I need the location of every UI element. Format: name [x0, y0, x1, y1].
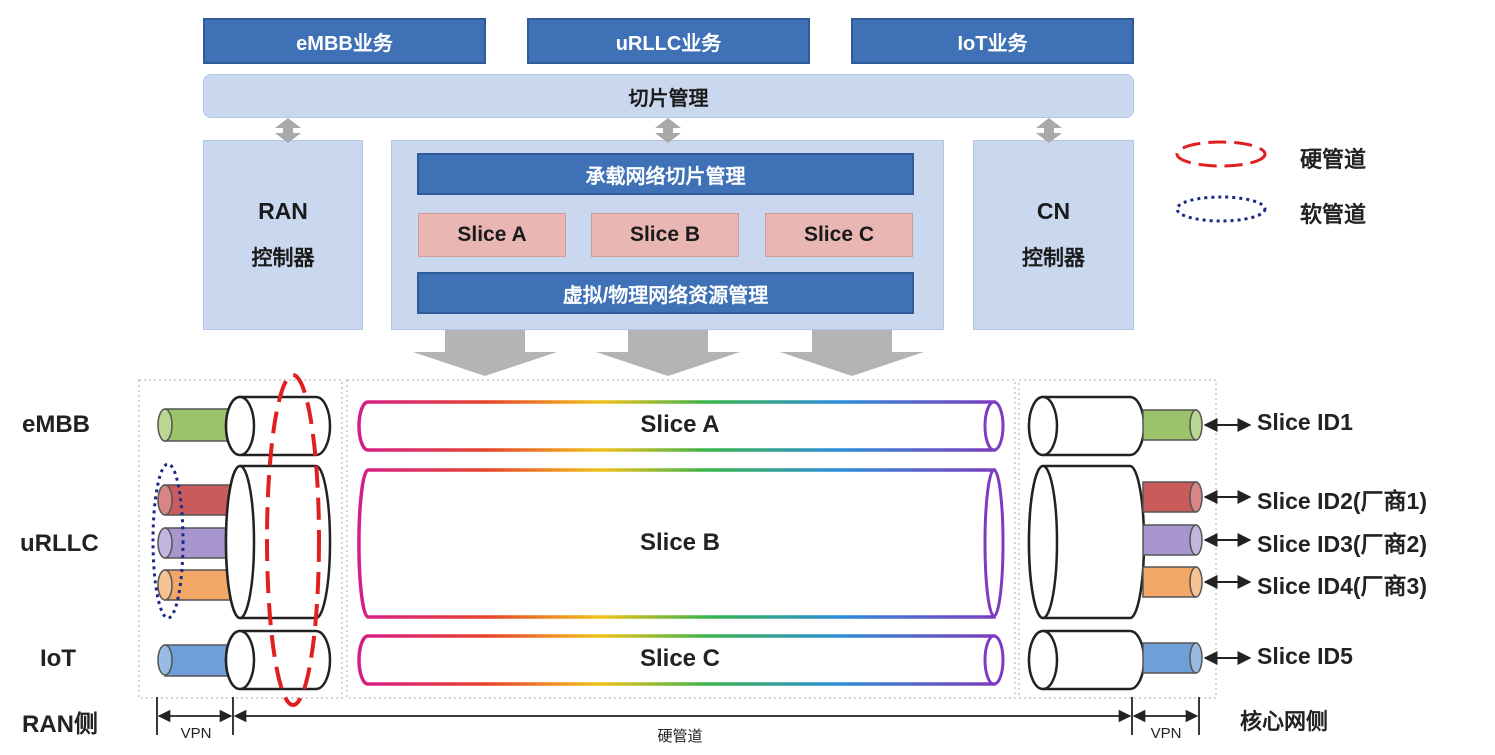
slice-management-bar: 切片管理 [203, 74, 1134, 118]
ran-controller-box [203, 140, 363, 330]
cn-controller-title: CN [1036, 198, 1071, 224]
slice-pipes [357, 400, 996, 686]
soft-pipe-ring [151, 462, 185, 620]
service-label-iot: IoT [40, 645, 76, 672]
hard-pipe-legend-icon [1175, 140, 1267, 168]
ran-side-label: RAN侧 [22, 711, 98, 738]
left-vpn-cylinders [224, 395, 332, 691]
pipe-label-slice-b: Slice B [639, 529, 721, 556]
cn-controller-subtitle: 控制器 [1022, 247, 1085, 270]
cn-controller-box [973, 140, 1134, 330]
service-embb-label: eMBB业务 [296, 32, 393, 55]
bottom-dimension-lines [156, 697, 1200, 735]
right-service-cylinders [1142, 409, 1203, 674]
hard-pipe-legend-label: 硬管道 [1300, 147, 1367, 172]
left-service-cylinders [157, 408, 231, 677]
right-vpn-cylinders [1027, 395, 1146, 691]
service-label-embb: eMBB [22, 411, 91, 438]
resource-management-bar: 虚拟/物理网络资源管理 [417, 272, 914, 314]
slice-b-label: Slice B [629, 223, 701, 246]
slice-a-box: Slice A [418, 213, 566, 257]
vpn-left-label: VPN [180, 725, 212, 742]
slice-c-label: Slice C [803, 223, 875, 246]
service-iot-label: IoT业务 [957, 32, 1028, 55]
hard-pipe-span-label: 硬管道 [657, 728, 703, 745]
ran-controller-title: RAN [258, 198, 308, 224]
controller-link-arrows [275, 118, 1062, 143]
slice-id-4: Slice ID4(厂商3) [1257, 573, 1427, 599]
slice-id-3: Slice ID3(厂商2) [1257, 531, 1427, 557]
pipe-label-slice-c: Slice C [639, 645, 721, 672]
downward-arrows [413, 330, 924, 376]
service-embb-box: eMBB业务 [203, 18, 486, 64]
slice-b-box: Slice B [591, 213, 739, 257]
resource-management-label: 虚拟/物理网络资源管理 [562, 284, 769, 307]
bearer-slice-management-bar: 承载网络切片管理 [417, 153, 914, 195]
service-iot-box: IoT业务 [851, 18, 1134, 64]
slice-id-5: Slice ID5 [1257, 643, 1353, 669]
hard-pipe-ring [265, 373, 321, 707]
bearer-slice-management-label: 承载网络切片管理 [585, 165, 746, 188]
service-urllc-box: uRLLC业务 [527, 18, 810, 64]
slice-pipe-ends [983, 400, 1005, 686]
ran-controller-subtitle: 控制器 [251, 247, 315, 270]
core-side-label: 核心网侧 [1240, 709, 1329, 734]
slice-id-arrows [1203, 418, 1252, 665]
pipe-label-slice-a: Slice A [640, 411, 720, 438]
slice-management-label: 切片管理 [628, 87, 709, 110]
service-urllc-label: uRLLC业务 [615, 32, 722, 55]
slice-a-label: Slice A [457, 223, 527, 246]
slice-id-1: Slice ID1 [1257, 409, 1353, 435]
service-label-urllc: uRLLC [20, 530, 99, 557]
vpn-right-label: VPN [1150, 725, 1182, 742]
soft-pipe-legend-icon [1175, 195, 1267, 223]
slice-id-2: Slice ID2(厂商1) [1257, 488, 1427, 514]
slice-c-box: Slice C [765, 213, 913, 257]
soft-pipe-legend-label: 软管道 [1300, 202, 1367, 227]
